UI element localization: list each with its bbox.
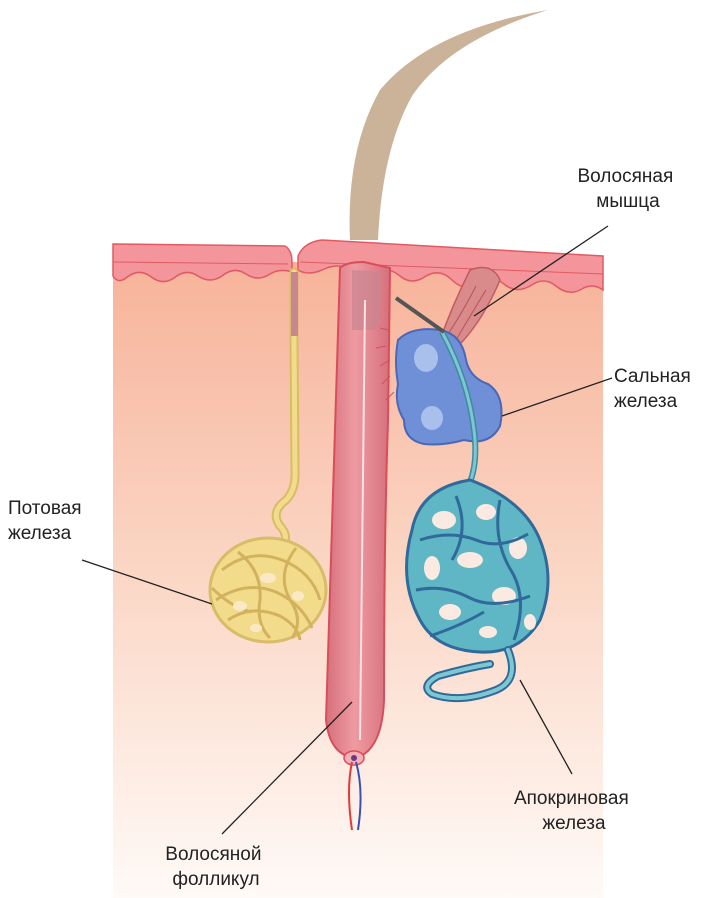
label-sweat-gland: Потовая железа [8, 498, 87, 544]
label-hair-muscle: Волосяная мышца [577, 166, 678, 212]
label-sebaceous-gland: Сальная железа [614, 366, 696, 412]
hair-shaft [350, 10, 548, 240]
sweat-gland [210, 538, 326, 642]
